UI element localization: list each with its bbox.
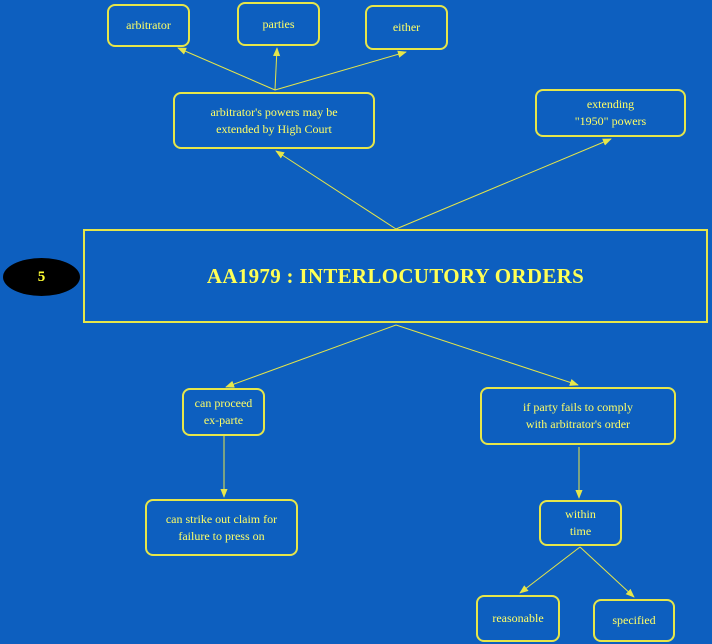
node-either: either: [365, 5, 448, 50]
main-topic-box: AA1979 : INTERLOCUTORY ORDERS: [83, 229, 708, 323]
node-extending: extending "1950" powers: [535, 89, 686, 137]
edge-main-extending: [395, 138, 612, 230]
node-specified: specified: [593, 599, 675, 642]
node-parties: parties: [237, 2, 320, 46]
node-within-time: within time: [539, 500, 622, 546]
main-title: AA1979 : INTERLOCUTORY ORDERS: [206, 263, 585, 288]
edge-main-powers: [275, 150, 397, 230]
node-ex-parte: can proceed ex-parte: [182, 388, 265, 436]
node-party-fails: if party fails to comply with arbitrator…: [480, 387, 676, 445]
edge-main-exparte: [225, 324, 397, 388]
node-reasonable: reasonable: [476, 595, 560, 642]
section-number-badge: 5: [3, 258, 80, 296]
edge-powers-either: [274, 50, 407, 91]
node-arbitrator: arbitrator: [107, 4, 190, 47]
edge-main-partyfails: [395, 324, 579, 386]
edge-powers-arbitrator: [177, 47, 276, 91]
edge-withintime-specified: [579, 546, 635, 598]
edge-powers-parties: [273, 47, 281, 91]
edge-withintime-reasonable: [519, 546, 581, 594]
node-powers: arbitrator's powers may be extended by H…: [173, 92, 375, 149]
node-strike-out: can strike out claim for failure to pres…: [145, 499, 298, 556]
